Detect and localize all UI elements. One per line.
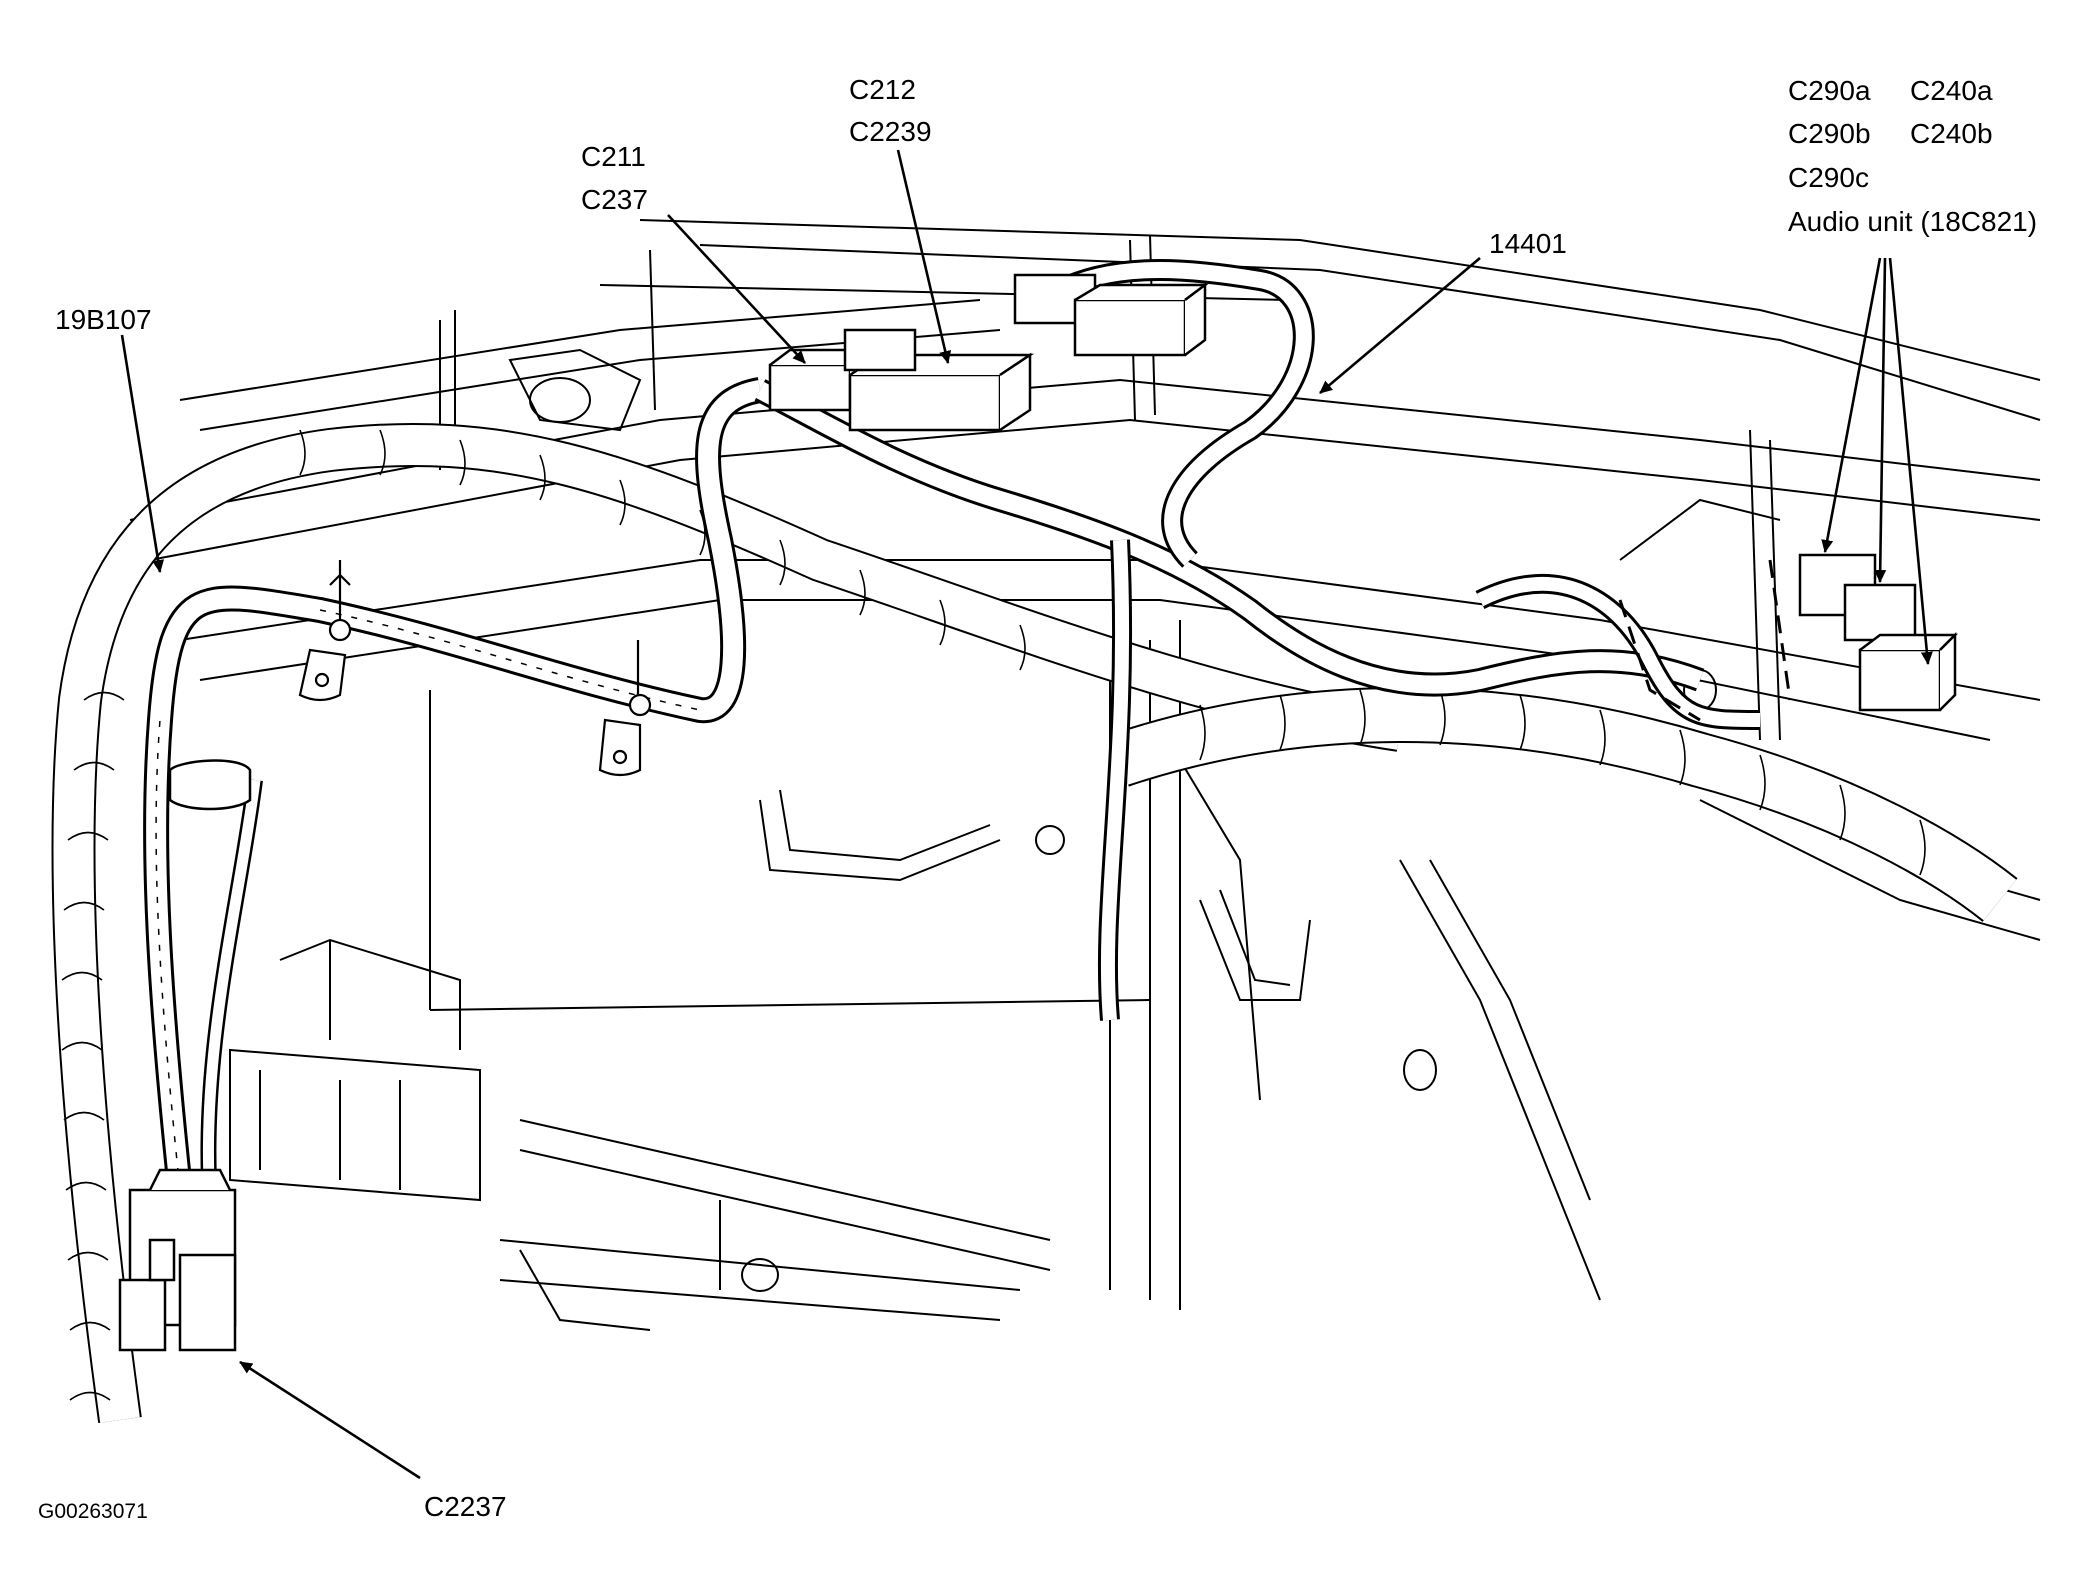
- connector-audio-unit-group: [1798, 553, 1959, 712]
- harness-wrap-texture: [61, 429, 1926, 1401]
- mounting-tabs: [298, 560, 652, 777]
- harness-clip: [168, 759, 252, 811]
- label-19b107: 19B107: [55, 304, 152, 335]
- harness-19b107: [143, 377, 763, 1201]
- label-c2239: C2239: [849, 116, 932, 147]
- label-c240b: C240b: [1910, 118, 1993, 149]
- label-c290c: C290c: [1788, 162, 1869, 193]
- main-harness-left: [51, 422, 2018, 1423]
- label-c211: C211: [581, 141, 646, 172]
- label-14401: 14401: [1489, 228, 1567, 259]
- leader-arrows: [120, 149, 1933, 1480]
- label-c290a: C290a: [1788, 75, 1871, 106]
- connector-c2237: [118, 1168, 237, 1352]
- connector-c212-c2239: [843, 328, 1035, 432]
- label-c212: C212: [849, 74, 916, 105]
- label-c240a: C240a: [1910, 75, 1993, 106]
- harness-14401: [754, 259, 1761, 1021]
- connector-upper-pair: [1013, 273, 1209, 357]
- label-c2237: C2237: [424, 1491, 507, 1522]
- figure-reference: G00263071: [38, 1500, 148, 1523]
- label-c237: C237: [581, 184, 648, 215]
- hidden-routing: [1618, 559, 1792, 722]
- label-audio-unit: Audio unit (18C821): [1788, 206, 2038, 237]
- label-c290b: C290b: [1788, 118, 1871, 149]
